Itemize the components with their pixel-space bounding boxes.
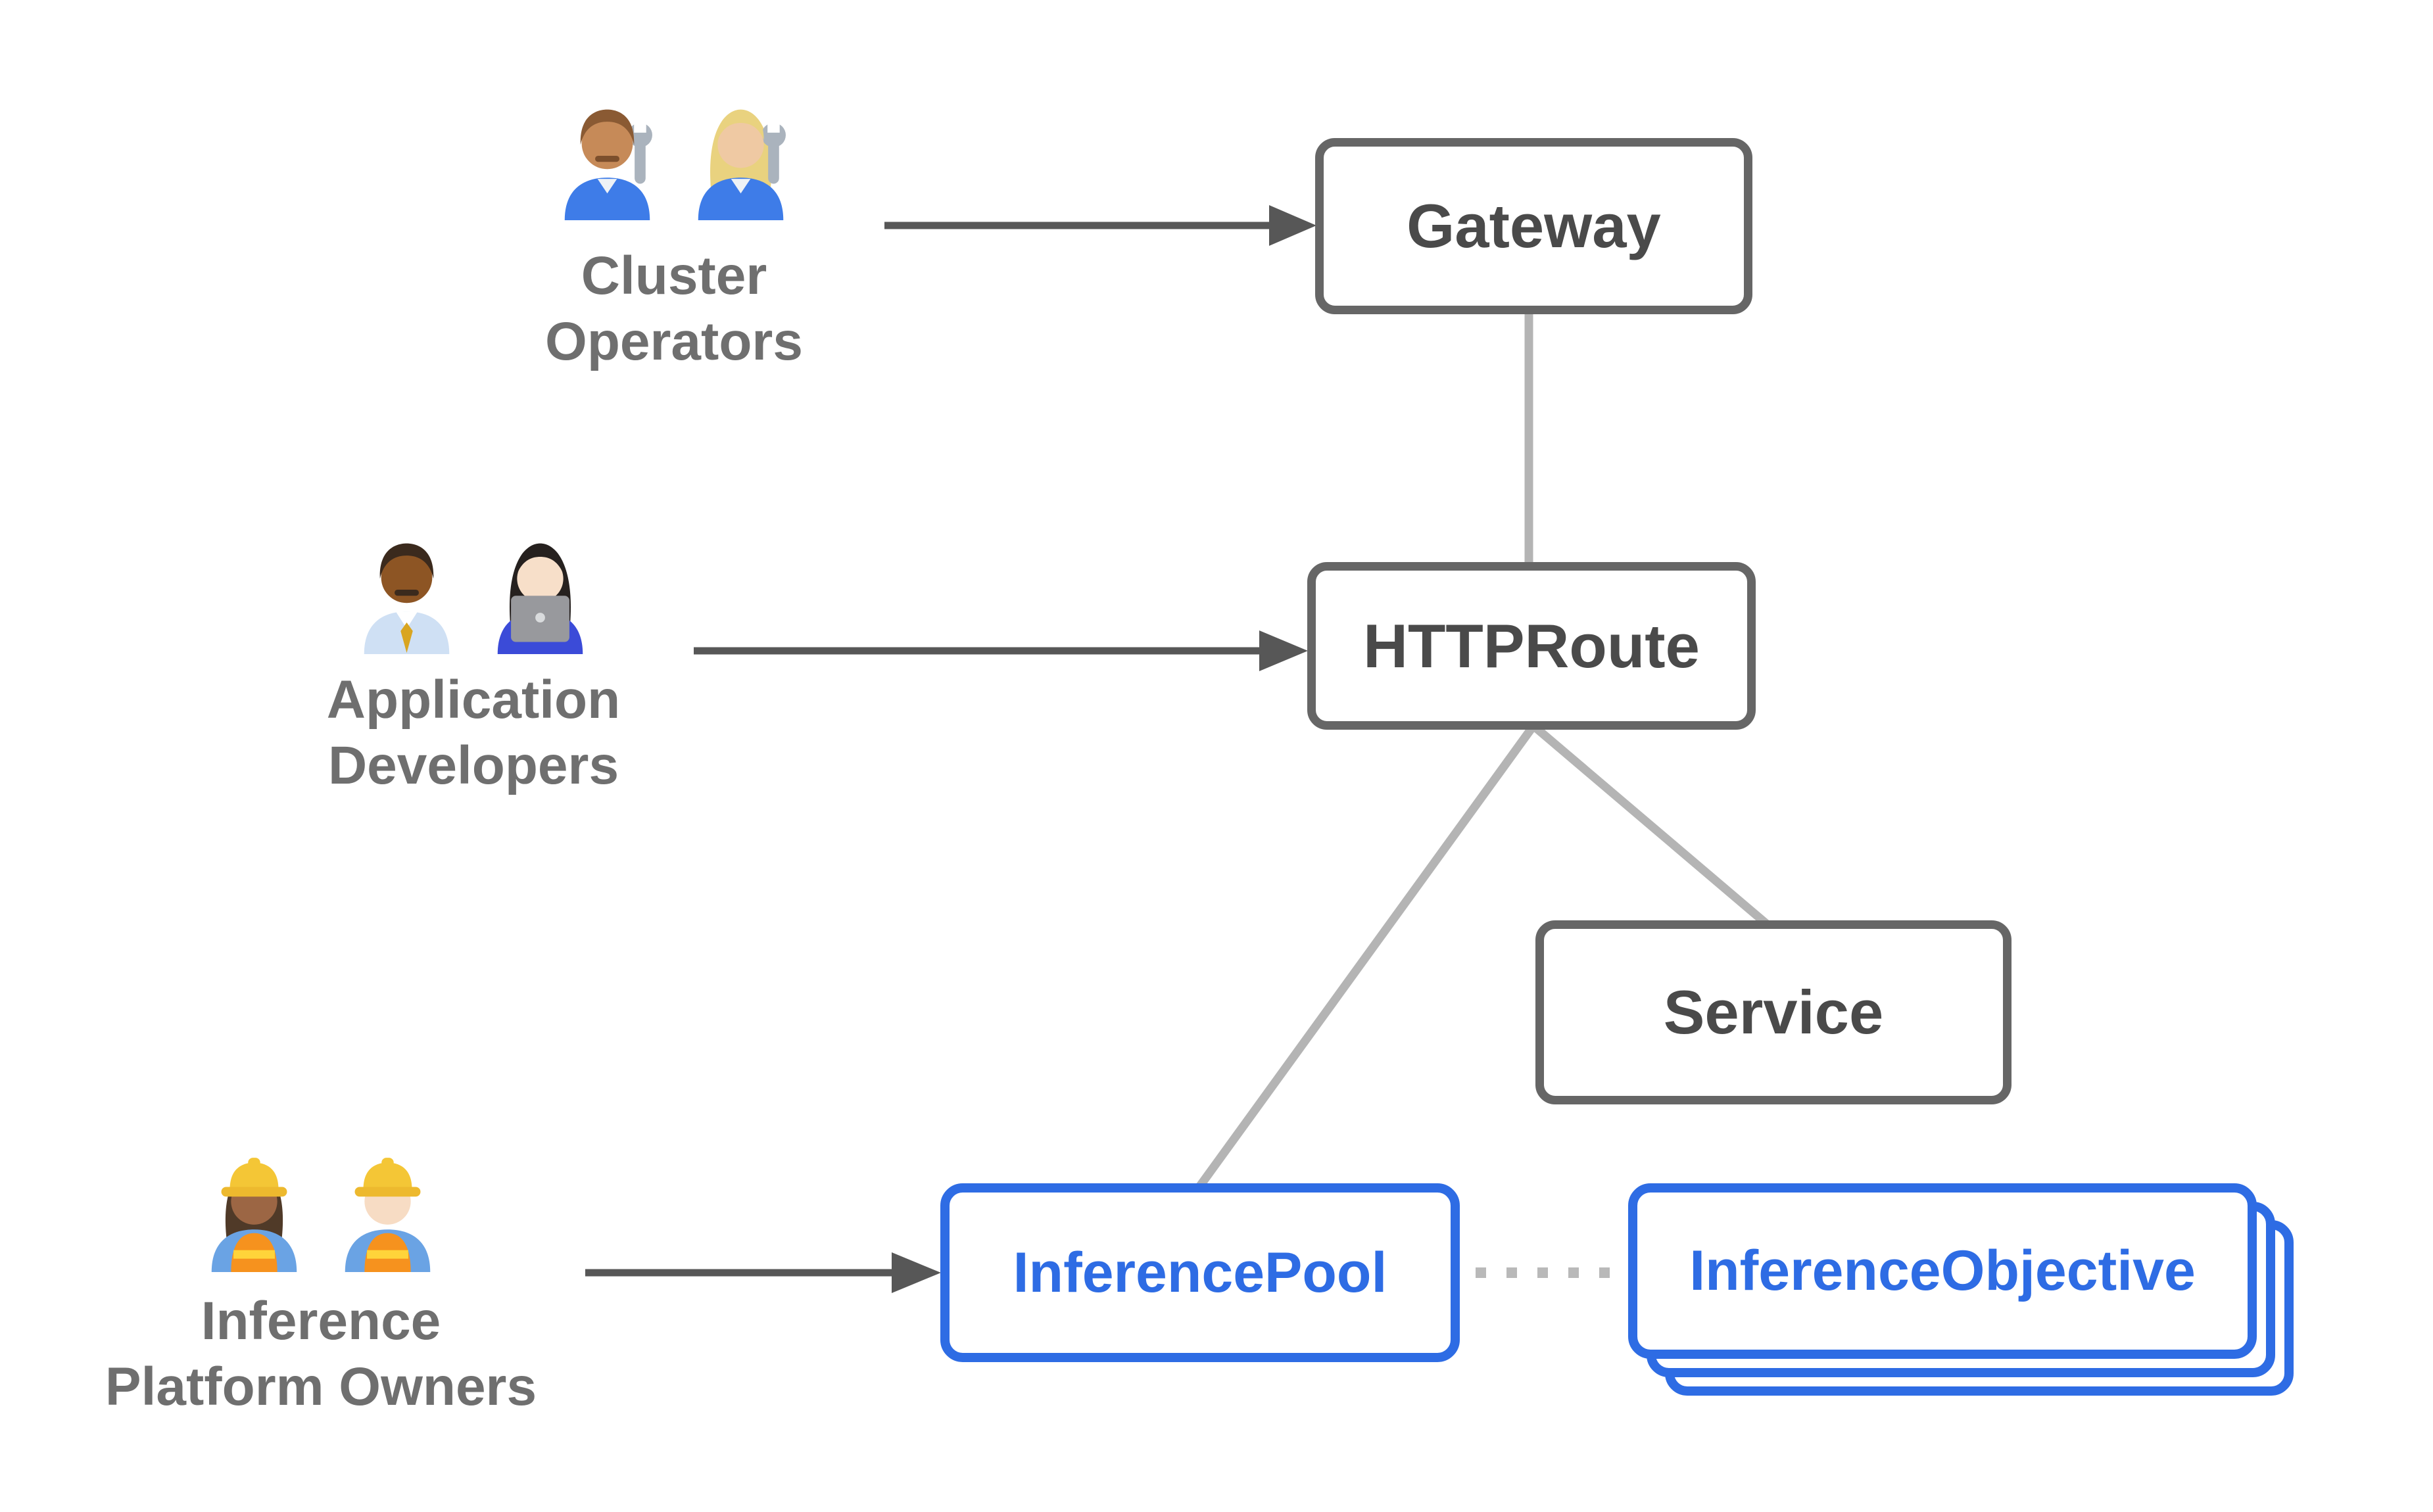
inferenceobjective-node: InferenceObjective — [1628, 1183, 2257, 1359]
gateway-node: Gateway — [1315, 138, 1752, 314]
inference-platform-owners-icons — [193, 1150, 448, 1272]
application-developers-label-line1: Application — [326, 670, 621, 730]
woman-technologist-emoji — [497, 543, 583, 654]
httproute-node-label: HTTPRoute — [1363, 611, 1700, 680]
woman-mechanic-emoji — [698, 109, 786, 220]
edge-httproute-service — [1530, 722, 1773, 930]
woman-construction-worker-emoji — [211, 1158, 297, 1272]
inference-platform-owners-label: Inference Platform Owners — [58, 1288, 584, 1420]
httproute-node: HTTPRoute — [1307, 562, 1756, 730]
service-node-label: Service — [1663, 978, 1884, 1047]
man-office-worker-emoji — [364, 543, 450, 654]
arrow-inference-platform-owners-inferencepool — [585, 1252, 941, 1293]
inferenceobjective-node-stack: InferenceObjective — [1628, 1183, 2294, 1396]
inferenceobjective-node-label: InferenceObjective — [1689, 1239, 2196, 1302]
inferencepool-node-label: InferencePool — [1013, 1240, 1387, 1304]
service-node: Service — [1535, 920, 2011, 1104]
cluster-operators-label-line1: Cluster — [581, 246, 767, 306]
man-mechanic-emoji — [564, 109, 652, 220]
application-developers-label-line2: Developers — [327, 736, 619, 795]
application-developers-icons — [346, 532, 601, 654]
arrow-application-developers-httproute — [694, 630, 1308, 671]
cluster-operators-icons — [546, 99, 802, 220]
inference-platform-owners-label-line2: Platform Owners — [105, 1357, 537, 1417]
arrow-cluster-operators-gateway — [884, 205, 1316, 246]
gateway-node-label: Gateway — [1407, 191, 1661, 260]
cluster-operators-label-line2: Operators — [545, 312, 803, 371]
inference-platform-owners-label-line1: Inference — [201, 1291, 441, 1351]
cluster-operators-label: Cluster Operators — [411, 243, 937, 375]
man-construction-worker-emoji — [345, 1158, 431, 1272]
edge-httproute-inferencepool — [1194, 723, 1537, 1191]
application-developers-label: Application Developers — [210, 667, 736, 799]
inferencepool-node: InferencePool — [940, 1183, 1460, 1362]
